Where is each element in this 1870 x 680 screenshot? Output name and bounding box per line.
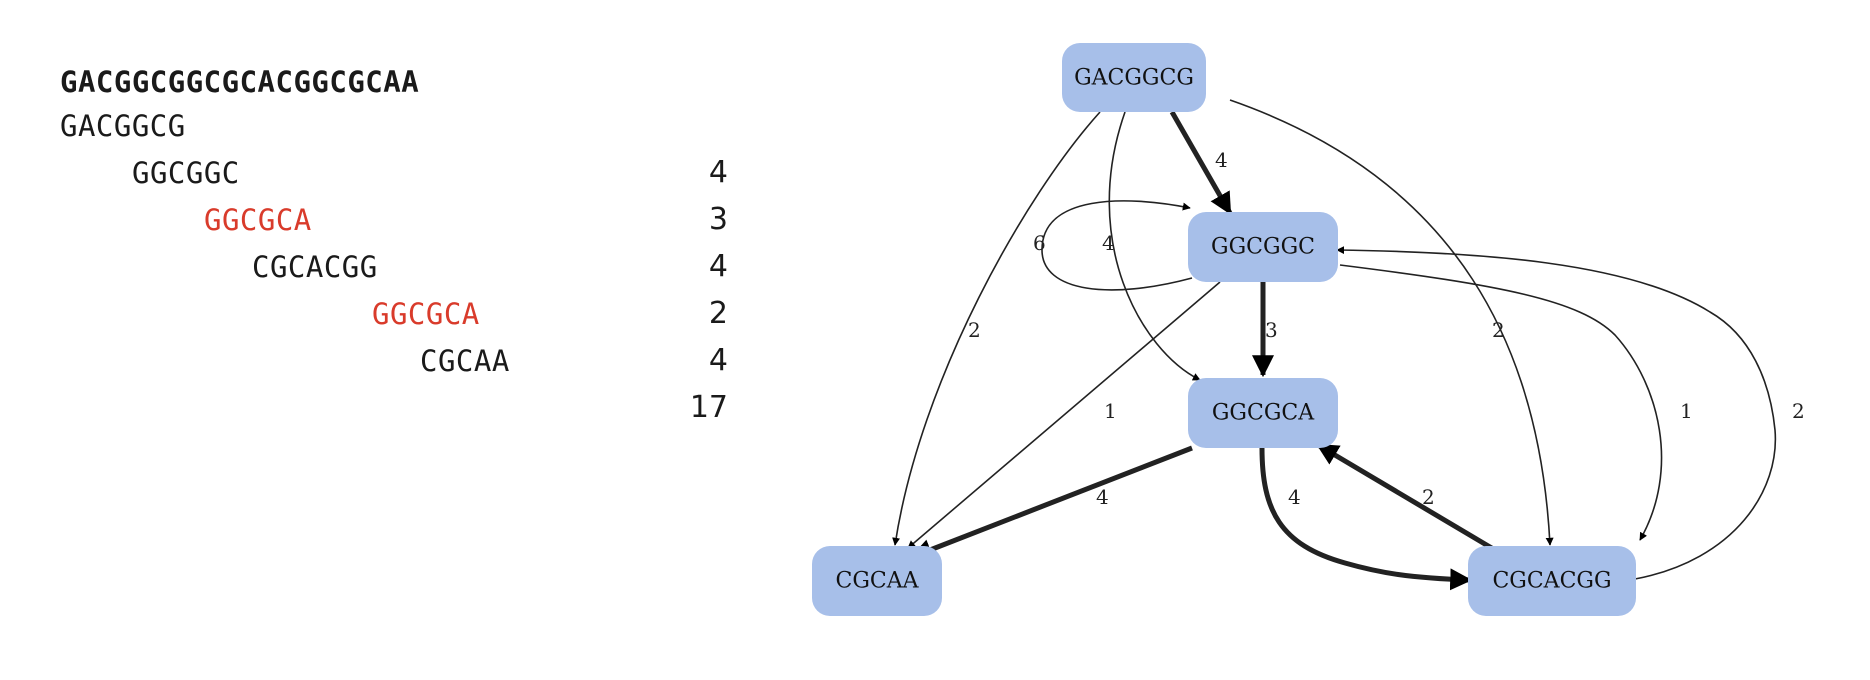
edge-ggcggc-self-loop xyxy=(1041,200,1193,291)
read-row-3: GGCGCA xyxy=(204,203,312,237)
overlap-graph: 4 2 4 2 6 3 1 1 4 4 2 2 GACGGCG GGCGGC G… xyxy=(812,43,1805,616)
node-label-cgcaa: CGCAA xyxy=(835,569,919,594)
edge-label-ggcggc-cgcaa: 1 xyxy=(1104,399,1117,423)
read-row-2: GGCGGC xyxy=(132,156,240,190)
score-row-6: 4 xyxy=(708,343,728,378)
score-row-3: 3 xyxy=(708,202,728,237)
score-row-5: 2 xyxy=(708,296,728,331)
read-row-1: GACGGCG xyxy=(60,109,186,143)
edge-gacggcg-ggcgca xyxy=(1108,111,1201,381)
edge-label-ggcgca-cgcacgg: 4 xyxy=(1288,485,1301,509)
node-gacggcg: GACGGCG xyxy=(1062,43,1206,112)
edge-ggcggc-cgcacgg xyxy=(1339,264,1663,541)
score-row-2: 4 xyxy=(708,155,728,190)
read-row-5: GGCGCA xyxy=(372,297,480,331)
edge-label-gacggcg-ggcgca: 4 xyxy=(1102,231,1115,255)
edge-gacggcg-cgcacgg xyxy=(1229,99,1554,546)
edge-label-gacggcg-cgcacgg: 2 xyxy=(1492,318,1505,342)
node-cgcacgg: CGCACGG xyxy=(1468,546,1636,616)
edge-label-ggcggc-self: 6 xyxy=(1033,231,1046,255)
node-cgcaa: CGCAA xyxy=(812,546,942,616)
edge-gacggcg-cgcaa xyxy=(892,111,1101,546)
edge-label-ggcggc-cgcacgg: 1 xyxy=(1680,399,1693,423)
total-score: 17 xyxy=(689,390,728,425)
edge-label-gacggcg-ggcggc: 4 xyxy=(1215,148,1228,172)
target-sequence: GACGGCGGCGCACGGCGCAA xyxy=(60,65,420,99)
edge-ggcgca-cgcacgg xyxy=(1259,447,1473,591)
node-label-ggcgca: GGCGCA xyxy=(1212,401,1315,426)
edge-ggcgca-cgcaa xyxy=(909,445,1193,561)
edge-label-gacggcg-cgcaa: 2 xyxy=(968,318,981,342)
read-row-6: CGCAA xyxy=(420,344,510,378)
node-ggcgca: GGCGCA xyxy=(1188,378,1338,448)
edge-label-ggcggc-ggcgca: 3 xyxy=(1265,318,1278,342)
edge-cgcacgg-ggcgca xyxy=(1316,442,1497,553)
score-row-4: 4 xyxy=(708,249,728,284)
edge-cgcacgg-ggcggc xyxy=(1336,246,1777,580)
node-ggcggc: GGCGGC xyxy=(1188,212,1338,282)
read-row-4: CGCACGG xyxy=(252,250,378,284)
edge-label-cgcacgg-ggcgca: 2 xyxy=(1422,485,1435,509)
edge-ggcggc-cgcaa xyxy=(907,281,1221,549)
edge-gacggcg-ggcggc xyxy=(1169,110,1233,215)
edge-label-ggcgca-cgcaa: 4 xyxy=(1096,485,1109,509)
node-label-ggcggc: GGCGGC xyxy=(1211,235,1315,260)
edge-label-cgcacgg-ggcggc: 2 xyxy=(1792,399,1805,423)
node-label-gacggcg: GACGGCG xyxy=(1074,66,1194,91)
alignment-panel: GACGGCGGCGCACGGCGCAA GACGGCG GGCGGC 4 GG… xyxy=(0,0,780,680)
node-label-cgcacgg: CGCACGG xyxy=(1492,569,1611,594)
